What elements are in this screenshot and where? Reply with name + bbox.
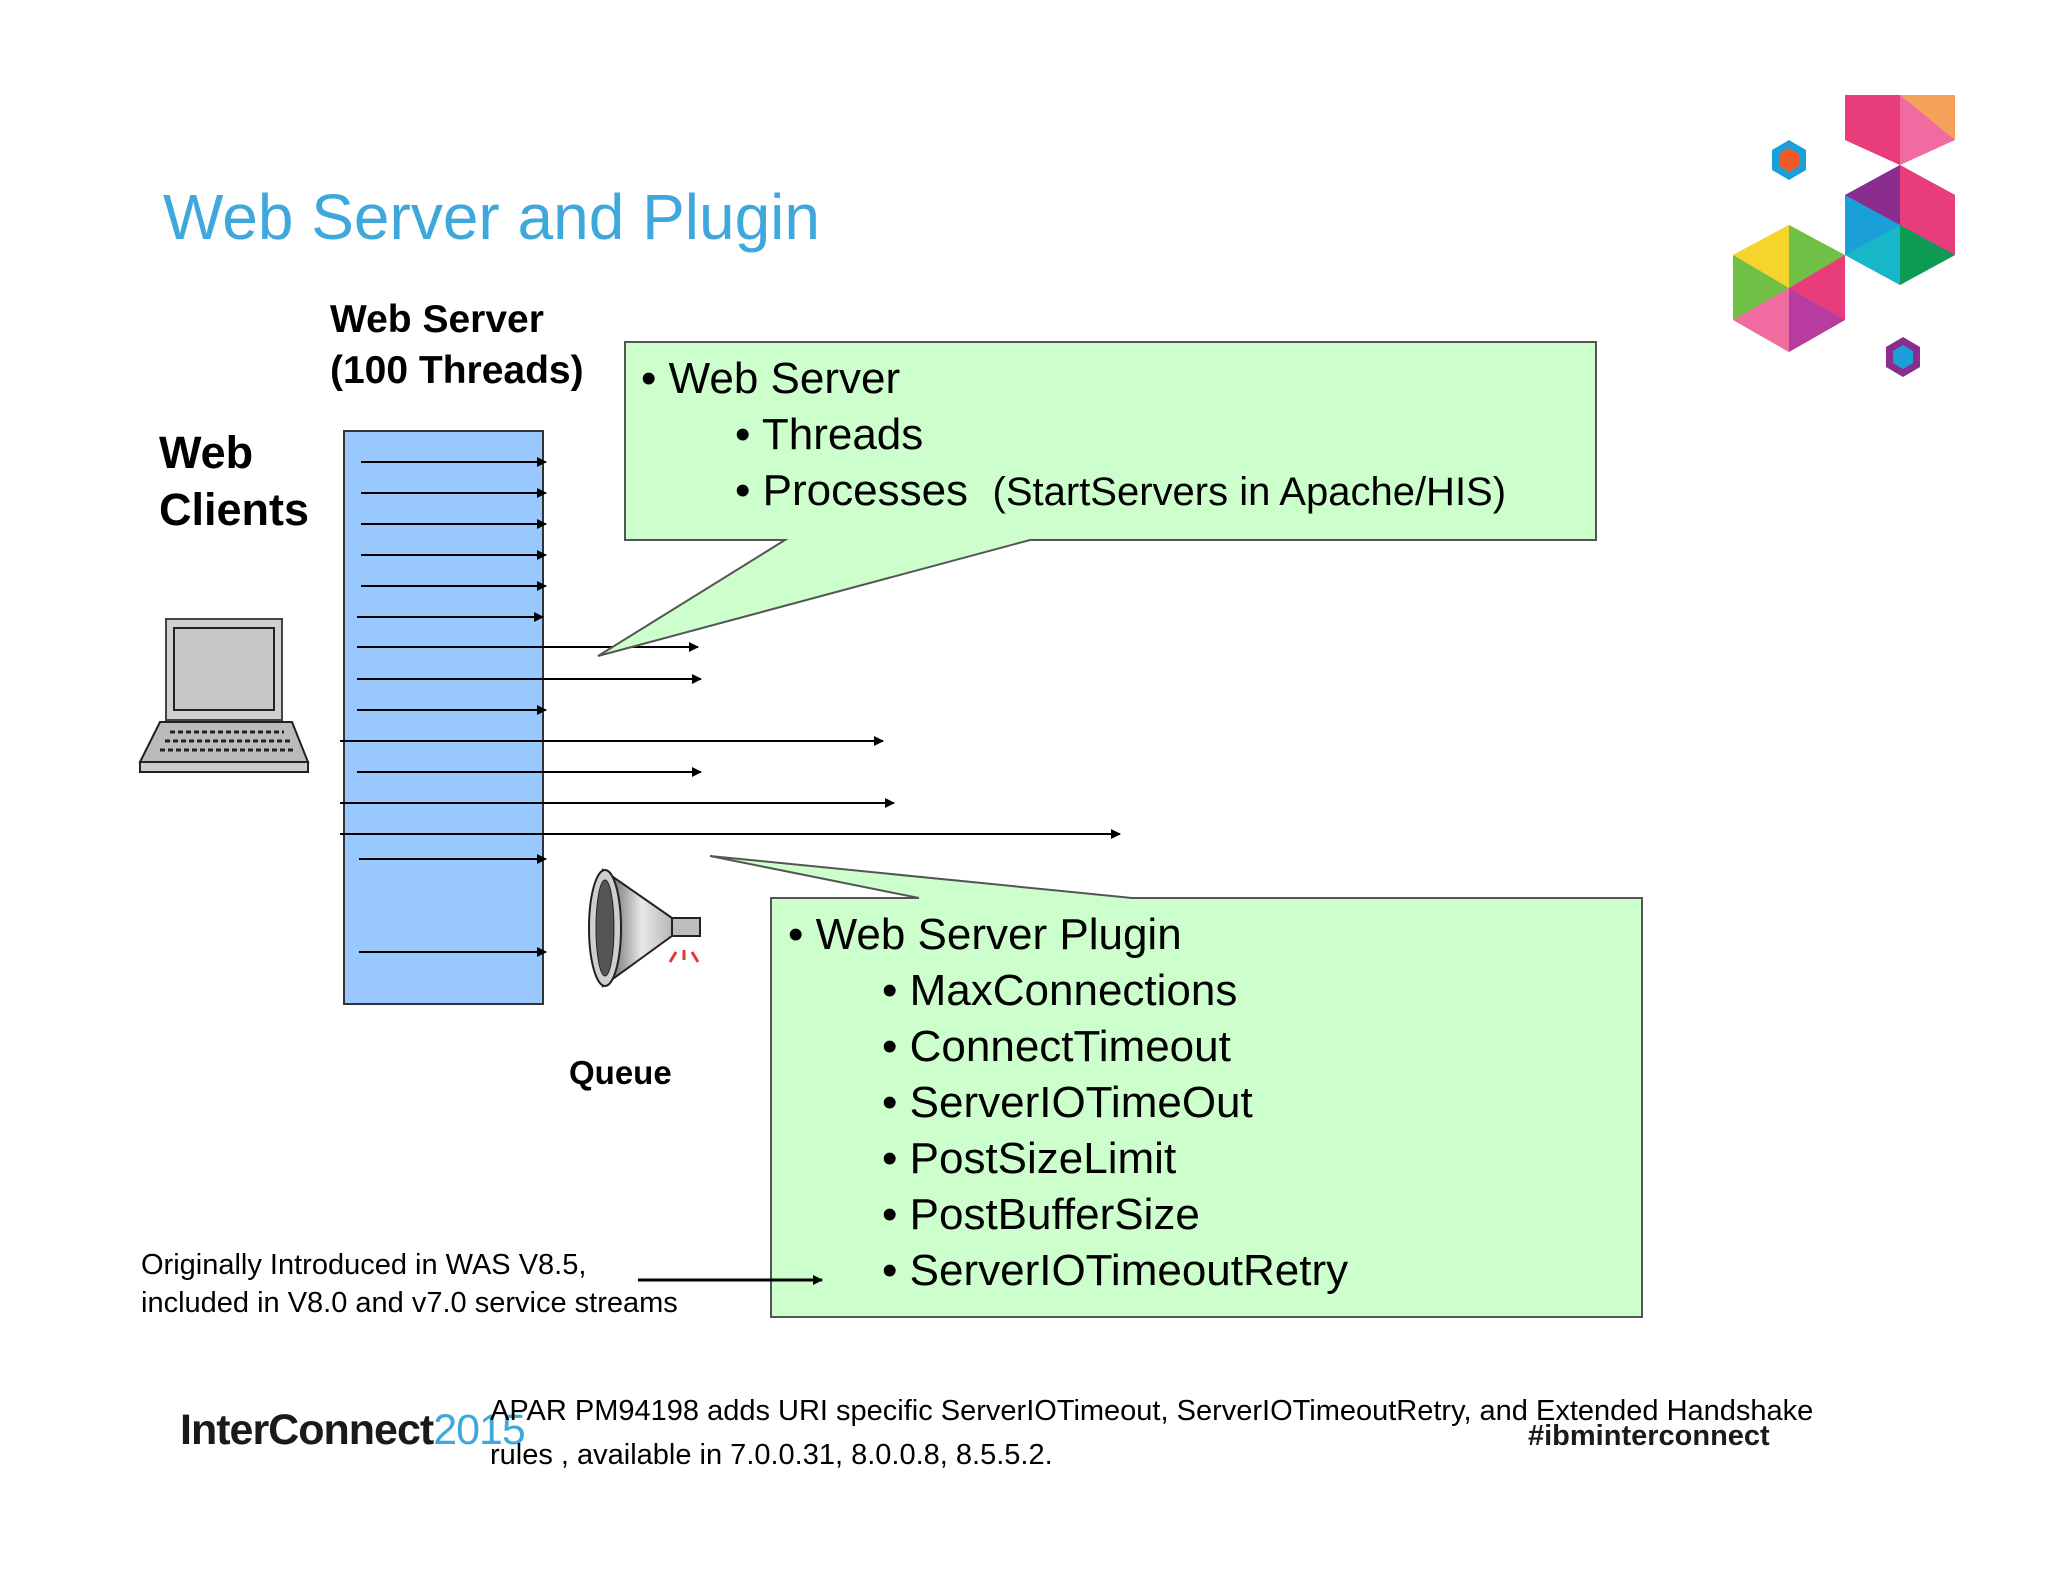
callout-item: • Threads bbox=[735, 410, 924, 459]
interconnect-logo: InterConnect2015 bbox=[180, 1406, 526, 1455]
web-server-callout-text: • Web Server • Threads • Processes (Star… bbox=[641, 351, 1506, 520]
apar-note-line2: rules , available in 7.0.0.31, 8.0.0.8, … bbox=[490, 1439, 1053, 1471]
queue-label: Queue bbox=[569, 1054, 672, 1091]
brand-name: InterConnect bbox=[180, 1406, 434, 1454]
callout-item: • ConnectTimeout bbox=[882, 1022, 1231, 1071]
plugin-callout-text: • Web Server Plugin • MaxConnections • C… bbox=[788, 907, 1348, 1299]
callout-item-serveriotimeoutretry: ServerIOTimeoutRetry bbox=[909, 1246, 1349, 1295]
callout-heading: Web Server Plugin bbox=[815, 910, 1182, 959]
callout-heading-item: • Web Server bbox=[641, 354, 901, 403]
web-clients-label-line2: Clients bbox=[159, 484, 310, 535]
thread-arrows bbox=[340, 457, 1121, 957]
web-server-label-line2: (100 Threads) bbox=[330, 349, 584, 392]
web-server-callout bbox=[597, 341, 1597, 657]
callout-heading: Web Server bbox=[668, 354, 901, 403]
apar-note: APAR PM94198 adds URI specific ServerIOT… bbox=[490, 1389, 1813, 1477]
slide-title: Web Server and Plugin bbox=[163, 181, 820, 253]
version-note-line2: included in V8.0 and v7.0 service stream… bbox=[141, 1287, 678, 1319]
callout-item: • PostBufferSize bbox=[882, 1190, 1200, 1239]
callout-item: • ServerIOTimeOut bbox=[882, 1078, 1253, 1127]
callout-item-threads: Threads bbox=[761, 410, 924, 459]
version-note-line1: Originally Introduced in WAS V8.5, bbox=[141, 1249, 587, 1281]
callout-item-postsizelimit: PostSizeLimit bbox=[909, 1134, 1177, 1183]
version-note: Originally Introduced in WAS V8.5, inclu… bbox=[141, 1246, 678, 1322]
callout-item-postbuffersize: PostBufferSize bbox=[909, 1190, 1200, 1239]
brand-year: 2015 bbox=[433, 1406, 526, 1454]
callout-item: • ServerIOTimeoutRetry bbox=[882, 1246, 1349, 1295]
web-clients-label-line1: Web bbox=[159, 427, 254, 478]
hexagon-logo-icon bbox=[1733, 95, 1955, 377]
callout-item-serveriotimeout: ServerIOTimeOut bbox=[909, 1078, 1253, 1127]
laptop-icon bbox=[138, 618, 310, 773]
web-server-label: Web Server (100 Threads) bbox=[330, 294, 584, 396]
callout-item: • MaxConnections bbox=[882, 966, 1238, 1015]
callout-item: • Processes (StartServers in Apache/HIS) bbox=[735, 466, 1507, 515]
callout-item-maxconnections: MaxConnections bbox=[909, 966, 1238, 1015]
callout-heading-item: • Web Server Plugin bbox=[788, 910, 1182, 959]
callout-item-connecttimeout: ConnectTimeout bbox=[909, 1022, 1231, 1071]
funnel-icon bbox=[588, 868, 701, 988]
web-server-label-line1: Web Server bbox=[330, 298, 544, 341]
callout-item-processes: Processes bbox=[762, 466, 969, 515]
apar-note-line1: APAR PM94198 adds URI specific ServerIOT… bbox=[490, 1395, 1814, 1427]
web-server-box bbox=[343, 430, 544, 1005]
plugin-callout bbox=[709, 855, 1643, 1318]
callout-item: • PostSizeLimit bbox=[882, 1134, 1177, 1183]
processes-note: (StartServers in Apache/HIS) bbox=[992, 470, 1507, 514]
web-clients-label: Web Clients bbox=[159, 424, 309, 538]
hashtag: #ibminterconnect bbox=[1528, 1420, 1770, 1452]
